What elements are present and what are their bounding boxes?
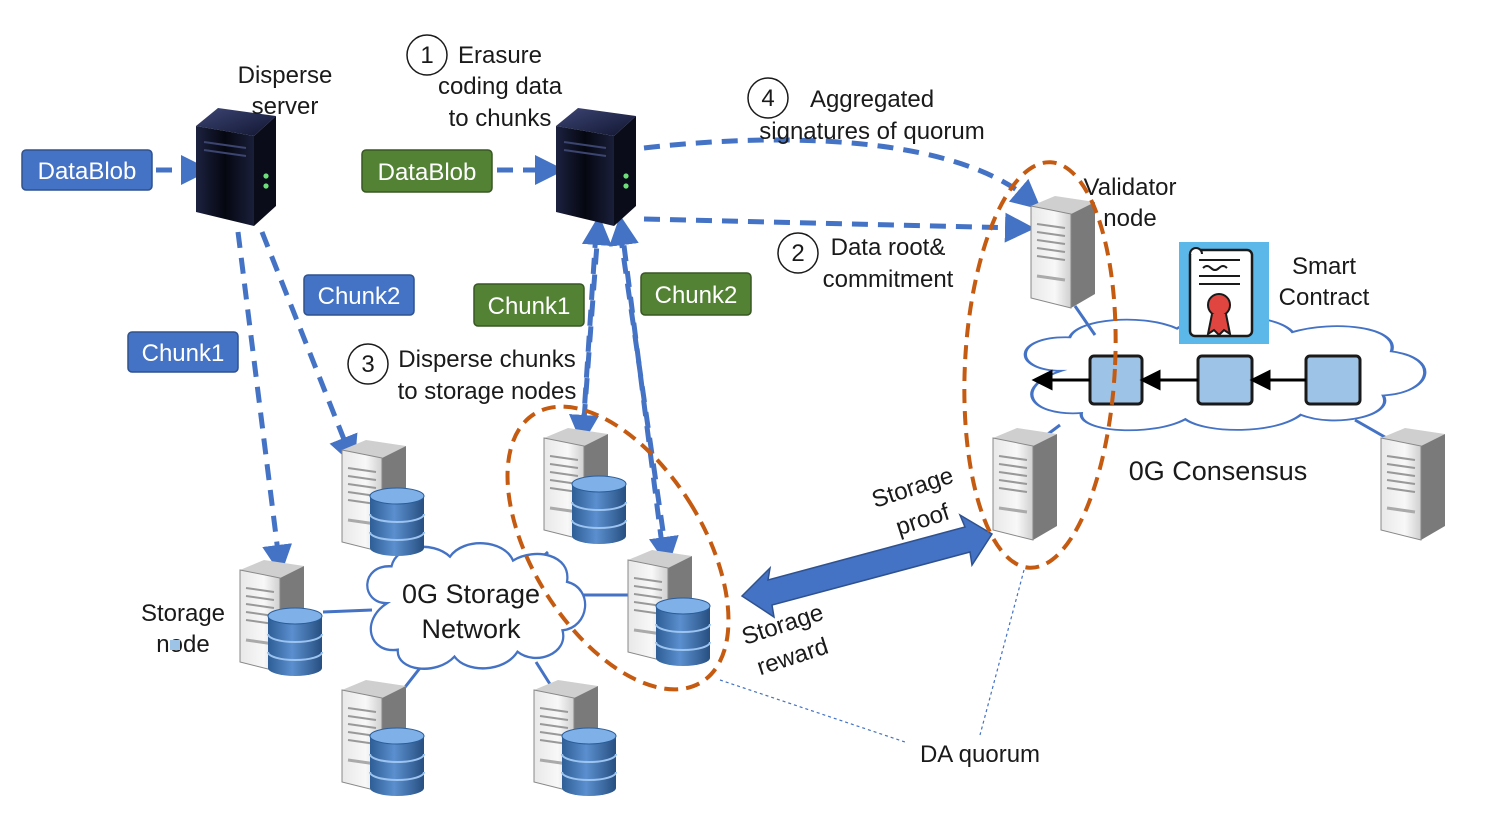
- da-quorum-label: DA quorum: [920, 741, 1040, 768]
- chunk2-tag-left: Chunk2: [303, 274, 415, 316]
- step-2-line1: Data root&: [831, 234, 946, 261]
- arrow-chunk1-right: [569, 231, 599, 445]
- step-2: 2 Data root& commitment: [777, 232, 954, 293]
- validator-quorum-ellipse: [962, 160, 1118, 570]
- step-1-line1: Erasure: [458, 42, 542, 69]
- storage-node-marker: [170, 640, 180, 650]
- storage-node-left: [240, 560, 322, 676]
- smart-contract-label-line2: Contract: [1279, 284, 1370, 311]
- storage-node-upper-left: [342, 440, 424, 556]
- step-3-number: 3: [361, 351, 374, 378]
- smart-contract-label-line1: Smart: [1292, 253, 1356, 280]
- consensus-label: 0G Consensus: [1129, 456, 1308, 486]
- return-arrows: [581, 215, 665, 546]
- chunk2-tag-left-text: Chunk2: [318, 283, 401, 310]
- arrow-aggregated-signatures: [643, 137, 1042, 210]
- storage-node-quorum-bottom: [628, 550, 710, 666]
- da-quorum-leaders: [719, 569, 1025, 743]
- storage-node-bottom-left: [342, 680, 424, 796]
- step-1: 1 Erasure coding data to chunks: [406, 34, 563, 132]
- chunk1-tag-right: Chunk1: [473, 283, 585, 327]
- step-3: 3 Disperse chunks to storage nodes: [347, 343, 577, 405]
- chunk1-tag-right-text: Chunk1: [488, 293, 571, 320]
- step-4-line1: Aggregated: [810, 86, 934, 113]
- step-4-line2: signatures of quorum: [759, 118, 984, 145]
- datablob-tag-left-text: DataBlob: [38, 158, 137, 185]
- step-4-number: 4: [761, 85, 774, 112]
- chunk1-tag-left: Chunk1: [127, 331, 239, 373]
- storage-network-label-line1: 0G Storage: [402, 579, 540, 609]
- storage-proof-reward-arrow: [740, 513, 994, 619]
- disperse-server-right: [555, 107, 637, 227]
- storage-network-label-line2: Network: [421, 614, 521, 644]
- arrow-chunk1-left: [235, 231, 293, 575]
- chunk1-tag-left-text: Chunk1: [142, 340, 225, 367]
- storage-node-label-line2: node: [156, 631, 209, 658]
- disperse-server-left: [195, 107, 277, 227]
- blockchain: [1031, 354, 1362, 406]
- validator-server-right: [1379, 426, 1447, 542]
- storage-node-bottom-right: [534, 680, 616, 796]
- step-1-line2: coding data: [438, 73, 563, 100]
- step-2-number: 2: [791, 240, 804, 267]
- validator-label-line2: node: [1103, 205, 1156, 232]
- datablob-tag-left: DataBlob: [21, 149, 153, 191]
- disperse-server-label-line2: server: [252, 93, 319, 120]
- step-3-line1: Disperse chunks: [398, 346, 575, 373]
- chunk2-tag-right: Chunk2: [640, 272, 752, 316]
- block-3: [1304, 354, 1362, 406]
- step-2-line2: commitment: [823, 266, 954, 293]
- storage-node-label-line1: Storage: [141, 600, 225, 627]
- datablob-tag-right-text: DataBlob: [378, 159, 477, 186]
- step-1-number: 1: [420, 42, 433, 69]
- validator-label-line1: Validator: [1084, 174, 1177, 201]
- step-4: 4 Aggregated signatures of quorum: [747, 77, 985, 145]
- datablob-tag-right: DataBlob: [361, 149, 493, 193]
- disperse-server-label-line1: Disperse: [238, 62, 333, 89]
- step-1-line3: to chunks: [449, 105, 552, 132]
- validator-server-mid: [991, 426, 1059, 542]
- chunk2-tag-right-text: Chunk2: [655, 282, 738, 309]
- step-3-line2: to storage nodes: [398, 378, 577, 405]
- arrow-data-root: [643, 212, 1035, 243]
- storage-quorum-ellipse: [505, 404, 731, 692]
- smart-contract-icon: [1179, 242, 1269, 344]
- validator-server-top: [1029, 194, 1097, 310]
- arrow-chunk2-left: [259, 231, 358, 466]
- block-2: [1196, 354, 1254, 406]
- storage-node-quorum-top: [544, 428, 626, 544]
